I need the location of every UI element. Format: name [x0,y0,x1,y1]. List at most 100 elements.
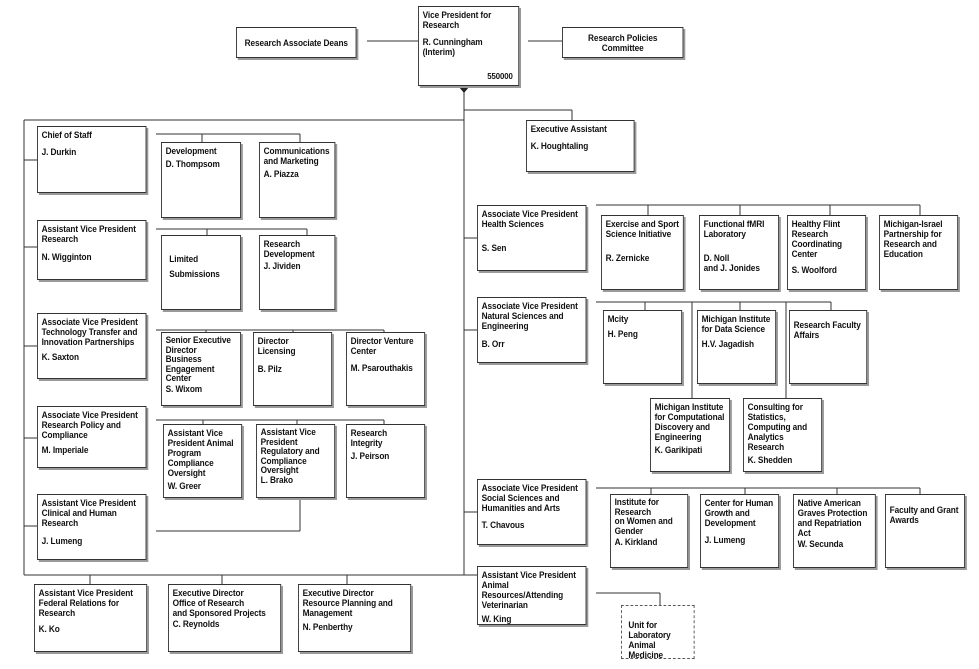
box-name: H. Peng [607,329,638,339]
micde-box: Michigan Institute for Computational Dis… [650,398,731,472]
box-name: N. Penberthy [302,622,353,632]
avp-animal-resources-box: Assistant Vice President Animal Resource… [477,566,587,625]
box-name: A. Piazza [263,169,299,179]
box-title: Associate Vice President Technology Tran… [41,317,138,347]
development-box: Development D. Thompsom [161,142,242,218]
box-name: J. Durkin [41,147,77,157]
research-integrity-box: Research Integrity J. Peirson [346,424,426,498]
box-name: S. Woolford [791,265,837,275]
box-title: Consulting for Statistics, Computing and… [747,402,808,452]
box-title: Assistant Vice President Regulatory and … [260,427,320,475]
box-title: Director Licensing [257,336,296,356]
irwg-box: Institute for Research on Women and Gend… [610,494,689,568]
box-title: Associate Vice President Research Policy… [41,410,138,440]
org-code: 550000 [487,71,513,81]
box-title: Center for Human Growth and Development [704,498,774,528]
box-title: Assistant Vice President Clinical and Hu… [41,498,136,528]
box-title: Assistant Vice President Federal Relatio… [38,588,133,618]
chief-of-staff-box: Chief of Staff J. Durkin [37,126,147,193]
box-title: Healthy Flint Research Coordinating Cent… [791,219,843,259]
box-name: J. Jividen [263,261,301,271]
research-faculty-affairs-box: Research Faculty Affairs [789,310,868,384]
box-name: C. Reynolds [172,619,220,629]
avp-health-sciences-box: Associate Vice President Health Sciences… [477,205,587,271]
box-title: Associate Vice President Natural Science… [481,301,578,331]
box-name: S. Wixom [165,383,203,394]
box-name: K. Ko [38,624,60,634]
box-name: A. Kirkland [614,537,658,547]
director-venture-box: Director Venture Center M. Psarouthakis [346,332,426,406]
box-title: Mcity [607,314,629,324]
box-title: Exercise and Sport Science Initiative [605,219,679,239]
box-name: T. Chavous [481,520,525,530]
michigan-israel-box: Michigan-Israel Partnership for Research… [879,215,959,290]
box-title: Chief of Staff [41,130,92,140]
box-title: Research Faculty Affairs [793,320,861,340]
box-title: Michigan Institute for Data Science [701,314,771,334]
animal-compliance-box: Assistant Vice President Animal Program … [163,424,243,498]
arrow-marker [459,87,469,93]
limited-submissions-box: Limited Submissions [161,235,242,310]
box-name: J. Peirson [350,451,390,461]
box-title: Functional fMRI Laboratory [703,219,765,239]
box-title: Executive Assistant [530,124,607,134]
box-title: Assistant Vice President Research [41,224,136,244]
box-title: Research Associate Deans [244,37,348,48]
director-licensing-box: Director Licensing B. Pilz [253,332,333,406]
box-name: M. Psarouthakis [350,363,413,373]
healthy-flint-box: Healthy Flint Research Coordinating Cent… [787,215,867,290]
avp-tech-transfer-box: Associate Vice President Technology Tran… [37,313,147,379]
avp-social-sciences-box: Associate Vice President Social Sciences… [477,479,587,545]
box-title: Assistant Vice President Animal Resource… [481,570,576,610]
box-name: N. Wigginton [41,252,92,262]
executive-assistant-box: Executive Assistant K. Houghtaling [526,120,635,172]
box-name: D. Noll and J. Jonides [703,253,760,273]
box-title: Research Development [263,239,315,259]
box-name: K. Saxton [41,352,79,362]
senior-exec-director-box: Senior Executive Director Business Engag… [161,332,242,406]
avp-natural-sciences-box: Associate Vice President Natural Science… [477,297,587,363]
box-title: Assistant Vice President Animal Program … [167,428,234,478]
box-title: Executive Director Office of Research an… [172,588,266,618]
box-name: L. Brako [260,474,294,485]
box-name: J. Lumeng [41,536,83,546]
box-title: Limited Submissions [169,254,220,279]
box-title: Communications and Marketing [263,146,330,166]
box-title: Associate Vice President Social Sciences… [481,483,578,513]
research-associate-deans-box: Research Associate Deans [236,27,357,58]
vp-research-box: Vice President for Research R. Cunningha… [418,6,520,86]
box-title: Director Venture Center [350,336,414,356]
fmri-lab-box: Functional fMRI Laboratory D. Noll and J… [699,215,780,290]
midas-box: Michigan Institute for Data Science H.V.… [697,310,777,384]
box-name: W. Secunda [797,539,844,549]
box-name: W. Greer [167,481,201,491]
research-development-box: Research Development J. Jividen [259,235,336,310]
faculty-grant-awards-box: Faculty and Grant Awards [885,494,966,568]
box-name: H.V. Jagadish [701,339,754,349]
box-title: Vice President for Research [422,10,492,30]
box-name: K. Shedden [747,455,793,465]
box-name: R. Cunningham (Interim) [422,37,483,57]
box-title: Associate Vice President Health Sciences [481,209,578,229]
avp-research-box: Assistant Vice President Research N. Wig… [37,220,147,280]
mcity-box: Mcity H. Peng [603,310,683,384]
box-title: Michigan Institute for Computational Dis… [654,402,725,442]
exercise-sport-box: Exercise and Sport Science Initiative R.… [601,215,684,290]
box-name: K. Garikipati [654,445,703,455]
avp-research-policy-box: Associate Vice President Research Policy… [37,406,147,468]
box-title: Research Integrity [350,428,388,448]
chgd-box: Center for Human Growth and Development … [700,494,780,568]
ulam-box: Unit for Laboratory Animal Medicine [621,605,695,660]
exec-director-rpm-box: Executive Director Resource Planning and… [298,584,412,652]
box-title: Senior Executive Director Business Engag… [165,335,231,383]
research-policies-committee-box: Research Policies Committee [562,27,684,58]
box-name: K. Houghtaling [530,141,589,151]
communications-box: Communications and Marketing A. Piazza [259,142,336,218]
regulatory-compliance-box: Assistant Vice President Regulatory and … [256,424,336,498]
box-title: Michigan-Israel Partnership for Research… [883,219,943,259]
exec-director-ors-box: Executive Director Office of Research an… [168,584,282,652]
box-title: Research Policies Committee [588,32,658,53]
nagpra-box: Native American Graves Protection and Re… [793,494,876,568]
